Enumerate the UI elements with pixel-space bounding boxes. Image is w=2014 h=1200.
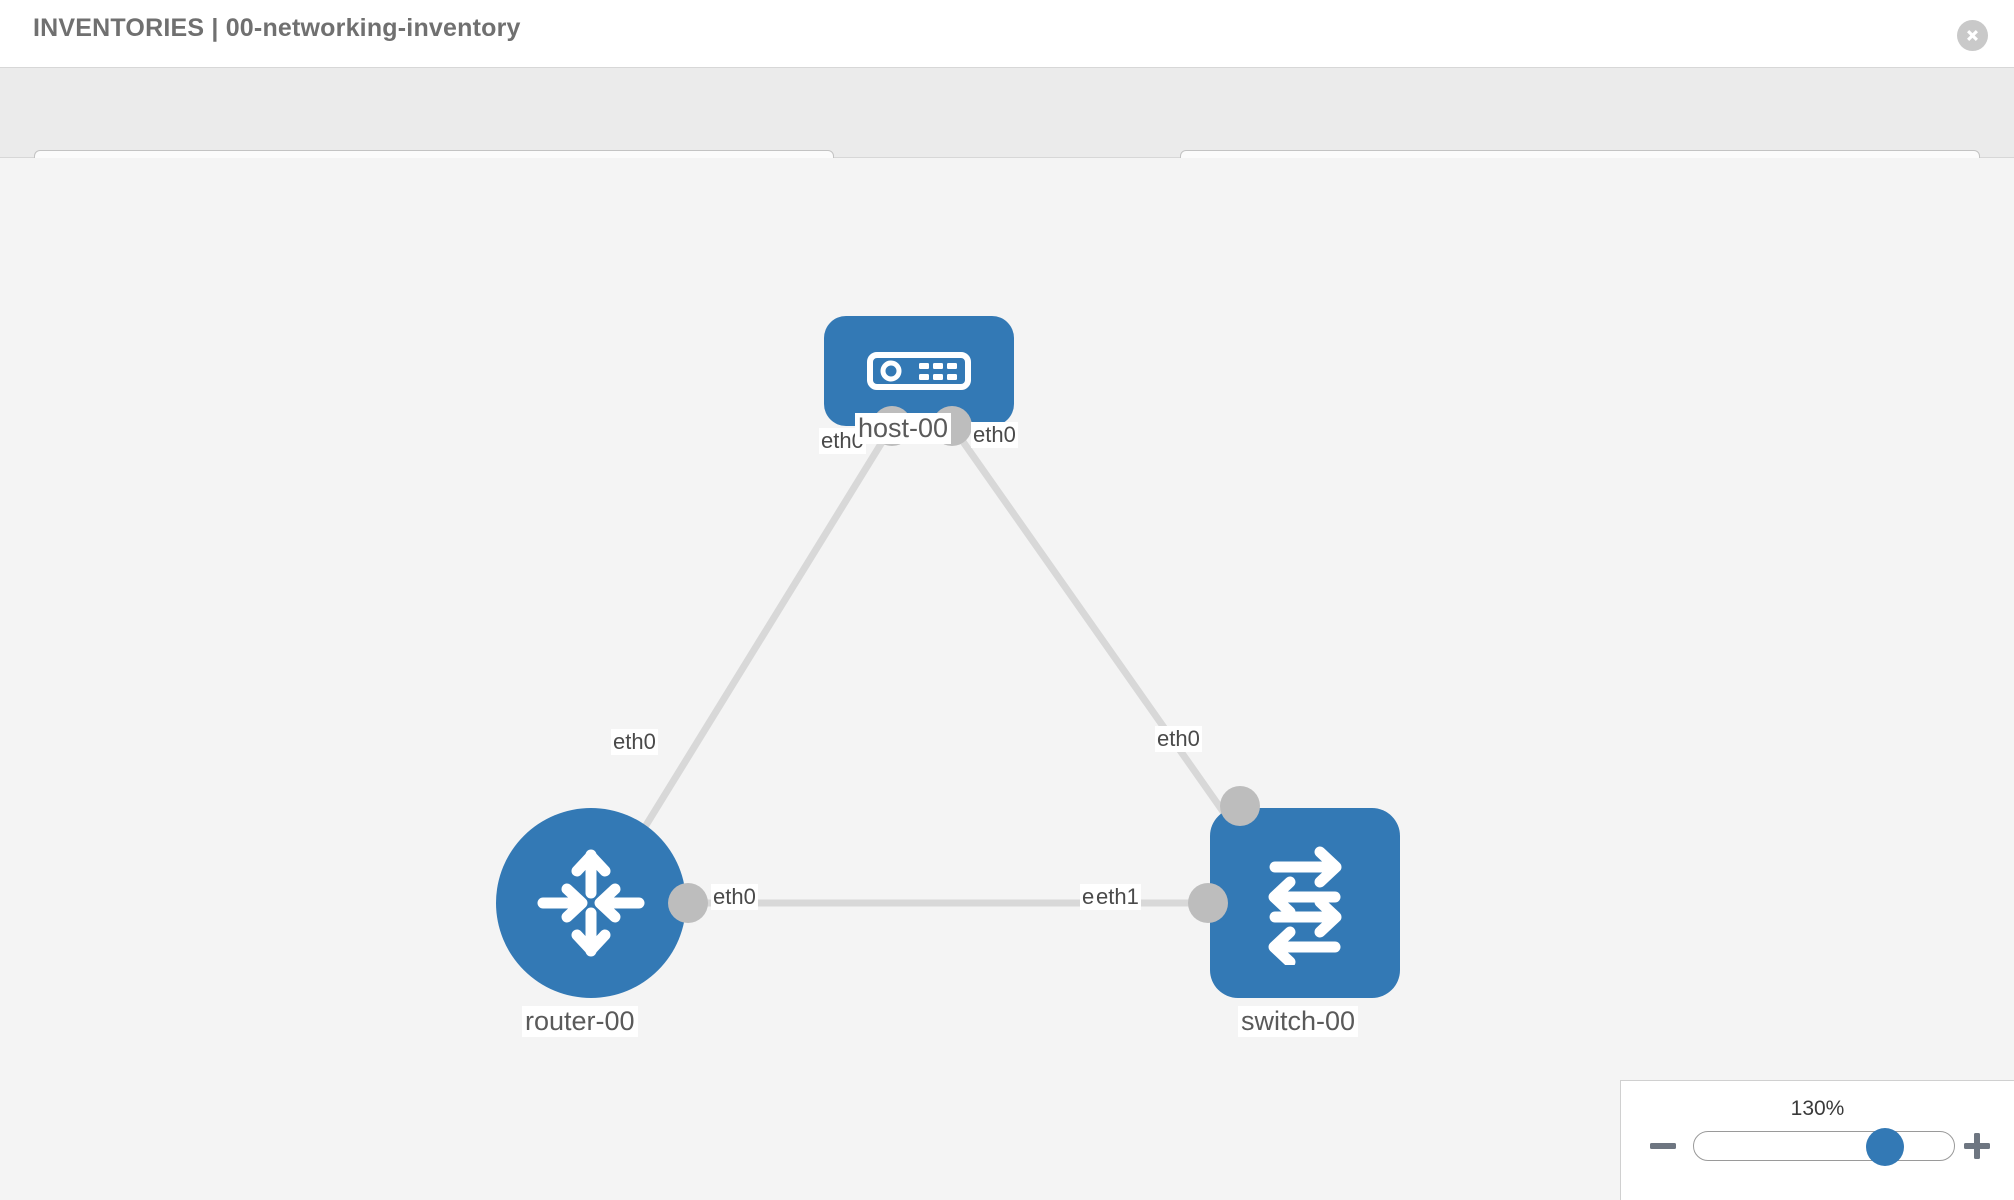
switch-port-eth0-top[interactable] [1220, 786, 1260, 826]
plus-icon [1964, 1133, 1990, 1159]
zoom-control-panel: 130% [1620, 1080, 2014, 1200]
switch-node-shape[interactable] [1210, 808, 1400, 998]
iface-label-host-right: eth0 [971, 422, 1018, 448]
app-header: INVENTORIES | 00-networking-inventory [0, 0, 2014, 68]
topology-canvas[interactable]: eth0 eth0 host-00 eth0 eth0 router- [0, 158, 2014, 1200]
page-title: INVENTORIES | 00-networking-inventory [33, 14, 521, 42]
node-label-host-00: host-00 [855, 413, 952, 444]
minus-icon [1650, 1143, 1676, 1149]
close-button[interactable] [1957, 20, 1988, 51]
zoom-level-value: 130% [1790, 1097, 1845, 1120]
link-host-switch [949, 423, 1239, 833]
router-node-shape[interactable] [496, 808, 686, 998]
host-node-shape[interactable] [824, 316, 1014, 426]
server-icon [867, 352, 971, 390]
router-arrows-icon [537, 849, 645, 957]
switch-arrows-icon [1268, 846, 1342, 965]
zoom-slider-thumb[interactable] [1865, 1128, 1904, 1166]
node-label-router-00: router-00 [522, 1006, 638, 1037]
iface-label-switch-left: eth1 [1094, 884, 1141, 910]
zoom-out-button[interactable] [1649, 1131, 1677, 1166]
iface-label-router-right: eth0 [711, 884, 758, 910]
iface-label-switch-up: eth0 [1155, 726, 1202, 752]
switch-port-eth1-left[interactable] [1188, 883, 1228, 923]
link-host-router [629, 424, 895, 850]
zoom-slider-track[interactable] [1693, 1128, 1955, 1166]
node-label-switch-00: switch-00 [1238, 1006, 1359, 1037]
close-icon [1967, 30, 1978, 41]
toolbar: ACTIONS SEARCH [0, 68, 2014, 200]
iface-label-router-up: eth0 [611, 729, 658, 755]
router-port-eth0-right[interactable] [668, 883, 708, 923]
topology-links [629, 423, 1239, 907]
zoom-in-button[interactable] [1962, 1131, 1992, 1166]
